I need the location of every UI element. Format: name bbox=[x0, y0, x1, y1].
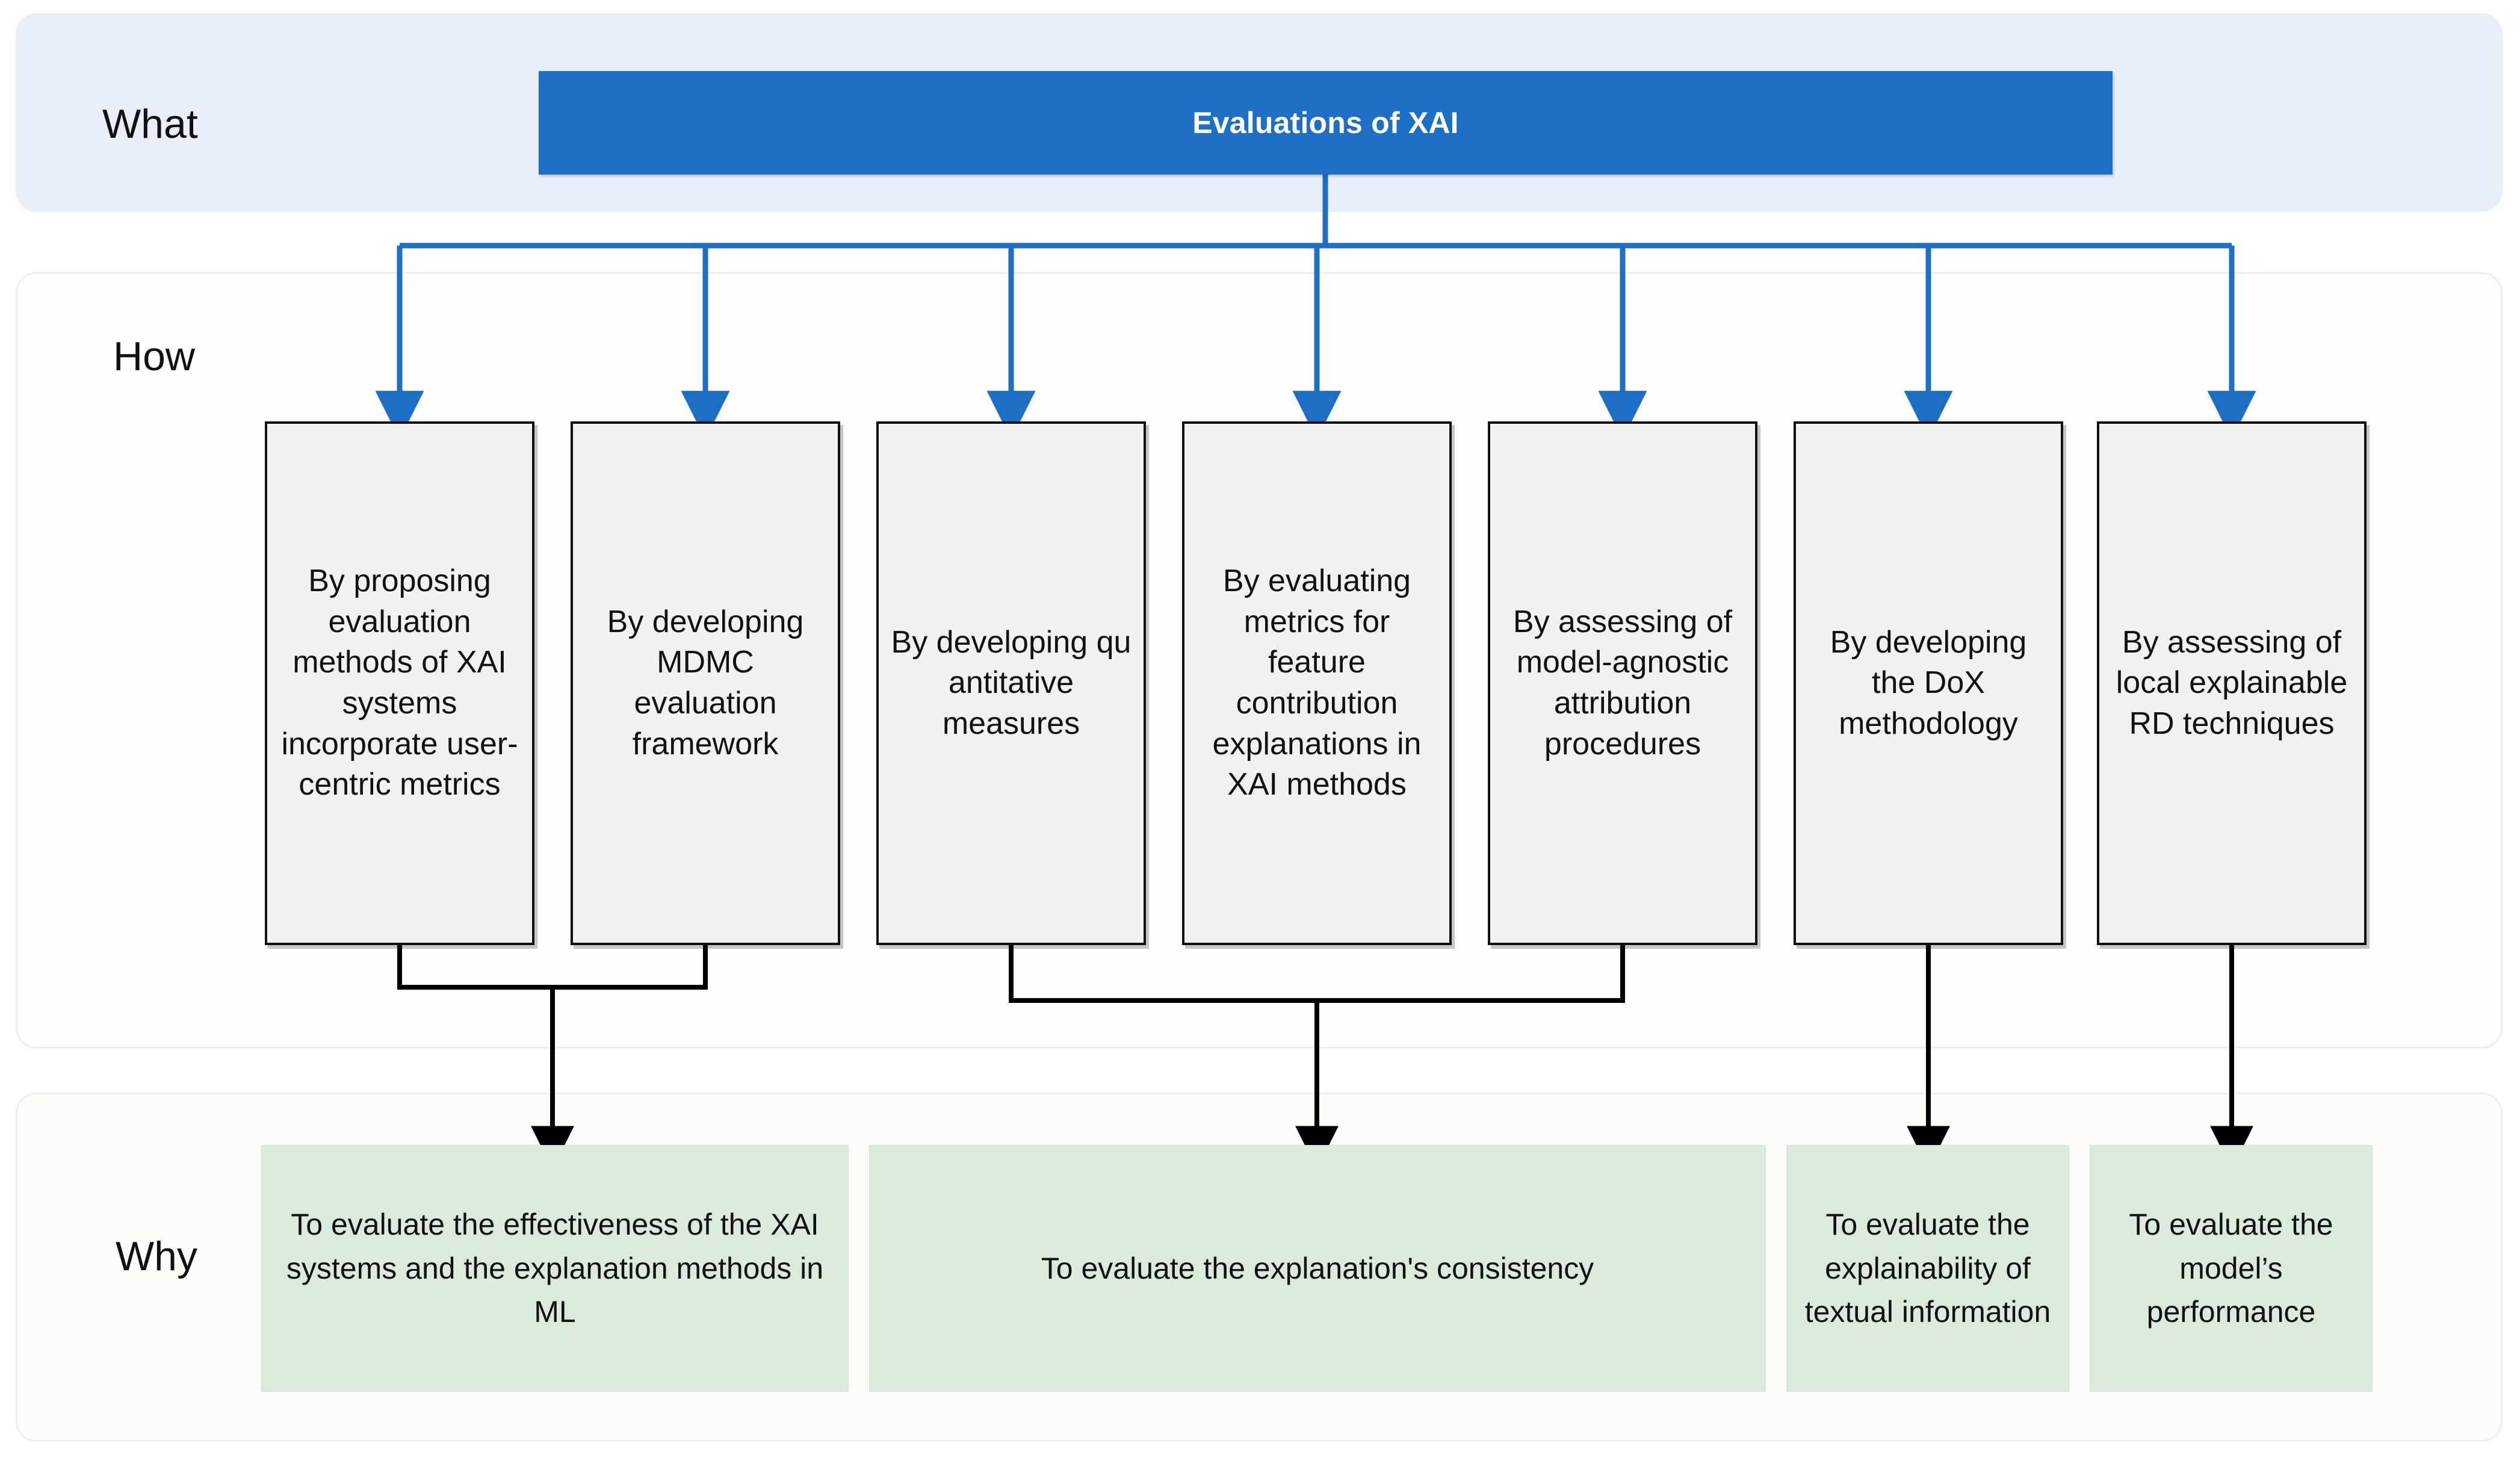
how-node-2[interactable]: By developing MDMC evaluation framework bbox=[571, 421, 840, 945]
how-node-5[interactable]: By assessing of model-agnostic attributi… bbox=[1488, 421, 1757, 945]
how-node-1[interactable]: By proposing evaluation methods of XAI s… bbox=[265, 421, 534, 945]
how-node-4[interactable]: By evaluating metrics for feature contri… bbox=[1182, 421, 1452, 945]
why-node-1[interactable]: To evaluate the effectiveness of the XAI… bbox=[261, 1145, 849, 1392]
why-node-4[interactable]: To evaluate the model’s performance bbox=[2090, 1145, 2373, 1392]
how-node-7[interactable]: By assessing of local explainable RD tec… bbox=[2097, 421, 2367, 945]
how-node-6[interactable]: By developing the DoX methodology bbox=[1794, 421, 2063, 945]
row-label-why: Why bbox=[116, 1233, 197, 1279]
row-label-how: How bbox=[113, 333, 196, 379]
why-node-2[interactable]: To evaluate the explanation's consistenc… bbox=[869, 1145, 1766, 1392]
why-node-3[interactable]: To evaluate the explainability of textua… bbox=[1786, 1145, 2069, 1392]
how-node-3[interactable]: By developing qu antitative measures bbox=[876, 421, 1146, 945]
root-node-evaluations-of-xai[interactable]: Evaluations of XAI bbox=[539, 71, 2113, 175]
row-label-what: What bbox=[102, 101, 198, 147]
